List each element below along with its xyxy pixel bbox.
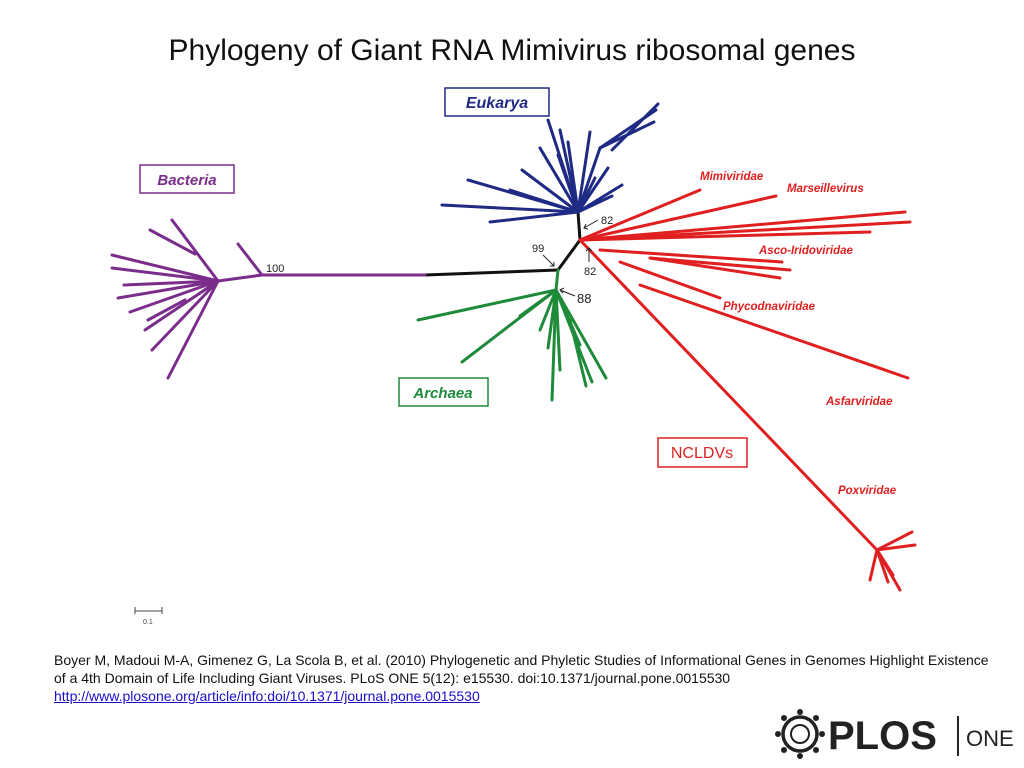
slide-title: Phylogeny of Giant RNA Mimivirus ribosom… [168,34,856,67]
bootstrap-arrows [542,219,599,297]
eukarya-clade [440,102,660,224]
plos-globe-icon [775,709,825,759]
bacteria-label: Bacteria [157,172,216,189]
ncldv-clade [578,188,917,592]
citation-link[interactable]: http://www.plosone.org/article/info:doi/… [54,688,480,704]
scale-bar [134,607,163,614]
ncldvs-label: NCLDVs [671,445,733,462]
bootstrap-center-right: 82 [584,266,596,278]
bacteria-clade [110,218,427,380]
plos-one-logo: PLOS ONE [775,709,1014,759]
citation-text: Boyer M, Madoui M-A, Gimenez G, La Scola… [54,652,989,686]
family-asco-iridoviridae: Asco-Iridoviridae [758,245,854,257]
scale-bar-label: 0.1 [143,619,153,626]
bootstrap-center-left: 99 [532,243,544,255]
citation: Boyer M, Madoui M-A, Gimenez G, La Scola… [54,651,994,705]
family-mimiviridae: Mimiviridae [700,171,764,183]
bacteria-label-box: Bacteria [139,164,235,194]
backbone-branches [423,210,582,277]
archaea-label: Archaea [412,385,472,402]
bootstrap-bacteria: 100 [266,263,284,275]
family-phycodnaviridae: Phycodnaviridae [723,301,816,313]
ncldvs-label-box: NCLDVs [657,437,748,468]
plos-wordmark: PLOS [828,714,937,758]
family-poxviridae: Poxviridae [838,485,897,497]
one-wordmark: ONE [966,726,1014,751]
phylogenetic-tree: 100 82 99 82 88 Eukarya Bacteria Archaea… [110,87,917,626]
bootstrap-eukarya: 82 [601,215,613,227]
bootstrap-archaea: 88 [577,291,591,306]
archaea-label-box: Archaea [398,377,489,407]
family-asfarviridae: Asfarviridae [825,396,893,408]
eukarya-label: Eukarya [466,95,528,112]
archaea-clade [416,268,608,402]
family-marseillevirus: Marseillevirus [787,183,864,195]
eukarya-label-box: Eukarya [444,87,550,117]
